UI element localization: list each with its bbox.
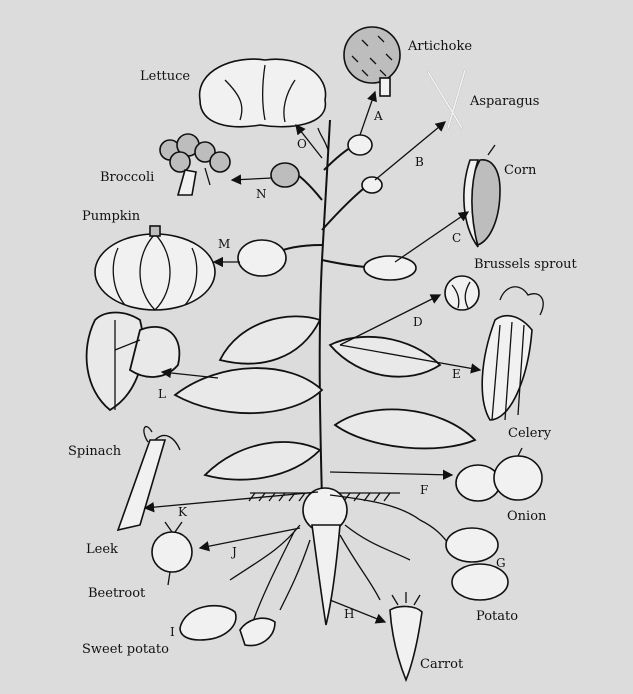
broccoli-illustration xyxy=(160,134,230,195)
onion-illustration xyxy=(456,448,542,501)
arrow-b xyxy=(375,122,445,180)
plant-leaves xyxy=(175,316,475,479)
corn-illustration xyxy=(464,145,500,247)
letter-a: A xyxy=(373,109,383,123)
letter-h: H xyxy=(344,607,354,621)
label-pumpkin: Pumpkin xyxy=(82,209,141,224)
label-celery: Celery xyxy=(508,426,552,441)
arrow-f xyxy=(330,472,452,475)
arrow-h xyxy=(330,600,385,622)
label-lettuce: Lettuce xyxy=(140,69,190,84)
leek-illustration xyxy=(118,427,180,530)
letter-f: F xyxy=(420,483,428,497)
asparagus-illustration xyxy=(428,70,465,128)
arrow-d xyxy=(340,295,440,345)
letter-j: J xyxy=(230,545,237,559)
label-sweet-potato: Sweet potato xyxy=(82,642,169,657)
brussels-sprout-illustration xyxy=(445,276,479,310)
pumpkin-illustration xyxy=(95,226,215,310)
label-corn: Corn xyxy=(504,163,537,178)
letter-b: B xyxy=(415,155,424,169)
label-artichoke: Artichoke xyxy=(407,39,472,54)
letter-c: C xyxy=(452,231,461,245)
letter-l: L xyxy=(158,387,166,401)
letter-o: O xyxy=(297,137,307,151)
letter-i: I xyxy=(170,625,175,639)
arrow-j xyxy=(200,528,300,548)
lettuce-illustration xyxy=(200,59,326,127)
letter-n: N xyxy=(256,187,267,201)
sweet-potato-illustration xyxy=(180,606,275,646)
letter-k: K xyxy=(178,505,188,519)
beetroot-illustration xyxy=(152,522,192,585)
arrow-a xyxy=(360,92,375,135)
carrot-illustration xyxy=(390,592,422,680)
arrow-l xyxy=(162,372,218,378)
letter-d: D xyxy=(413,315,423,329)
letter-g: G xyxy=(496,556,506,570)
artichoke-illustration xyxy=(344,27,400,96)
label-brussels-sprout: Brussels sprout xyxy=(474,257,578,272)
label-onion: Onion xyxy=(507,509,547,524)
label-beetroot: Beetroot xyxy=(88,586,146,601)
celery-illustration xyxy=(482,287,543,420)
arrow-k xyxy=(145,492,318,508)
arrow-n xyxy=(232,178,272,180)
letter-e: E xyxy=(452,367,461,381)
label-broccoli: Broccoli xyxy=(100,170,154,185)
label-potato: Potato xyxy=(476,609,518,624)
letter-m: M xyxy=(218,237,230,251)
label-carrot: Carrot xyxy=(420,657,464,672)
label-leek: Leek xyxy=(86,542,118,557)
label-asparagus: Asparagus xyxy=(469,94,539,109)
label-spinach: Spinach xyxy=(68,444,122,459)
